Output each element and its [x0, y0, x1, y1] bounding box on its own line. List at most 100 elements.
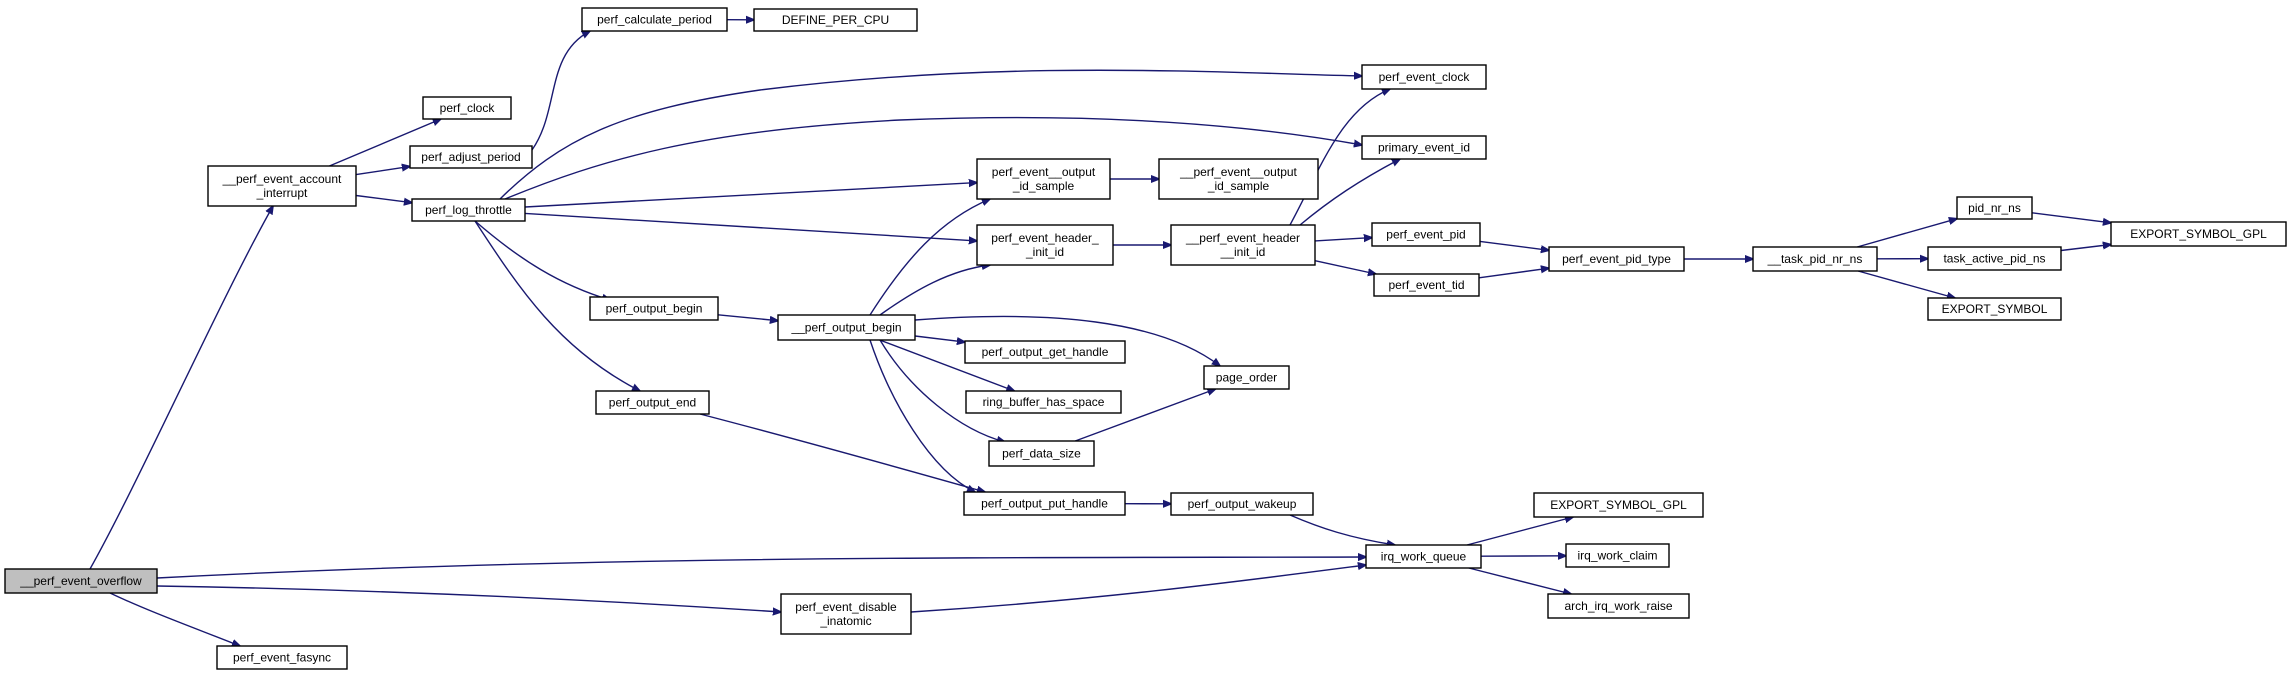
node-taskactive[interactable]: task_active_pid_ns	[1927, 246, 2062, 271]
node-clock[interactable]: perf_clock	[422, 96, 512, 120]
edge-irqq-to-expgpl2	[1466, 517, 1573, 546]
node-label: perf_output_wakeup	[1188, 497, 1297, 511]
node-irqq[interactable]: irq_work_queue	[1365, 544, 1482, 569]
node-box	[1158, 158, 1319, 200]
node-acct[interactable]: __perf_event_account_interrupt	[207, 165, 357, 207]
node-adjust[interactable]: perf_adjust_period	[409, 145, 533, 169]
node-box	[1203, 365, 1290, 390]
node-layer: __perf_event_overflow __perf_event_accoun…	[4, 7, 2287, 670]
node-pidtype[interactable]: perf_event_pid_type	[1548, 246, 1685, 272]
edge-irqq-to-archirq	[1468, 567, 1571, 594]
node-label: perf_adjust_period	[421, 150, 520, 164]
node-expgpl2[interactable]: EXPORT_SYMBOL_GPL	[1533, 492, 1704, 518]
node-label: perf_event__output	[992, 165, 1096, 179]
node-label: arch_irq_work_raise	[1564, 599, 1672, 613]
node-box	[976, 224, 1114, 266]
node-box	[1373, 273, 1480, 297]
node-label: perf_calculate_period	[597, 13, 712, 27]
node-outbegin[interactable]: perf_output_begin	[589, 296, 719, 321]
node-label: __init_id	[1220, 245, 1266, 259]
node-box	[216, 645, 348, 670]
node-label: perf_output_put_handle	[981, 497, 1108, 511]
node-primid[interactable]: primary_event_id	[1361, 135, 1487, 160]
node-box	[4, 568, 158, 594]
node-box	[589, 296, 719, 321]
node-label: perf_event_pid	[1386, 228, 1465, 242]
node-label: perf_log_throttle	[425, 203, 512, 217]
node-disable[interactable]: perf_event_disable_inatomic	[780, 593, 912, 635]
edge-__hdr-to-primid	[1299, 159, 1400, 226]
node-label: page_order	[1216, 371, 1277, 385]
node-evpid[interactable]: perf_event_pid	[1371, 222, 1481, 247]
node-label: EXPORT_SYMBOL_GPL	[2130, 227, 2267, 241]
node-label: _init_id	[1025, 245, 1064, 259]
node-box	[2110, 221, 2287, 247]
edge-__outbegin-to-hdr_init	[879, 265, 990, 316]
edge-overflow-to-fasync	[109, 592, 240, 646]
node-archirq[interactable]: arch_irq_work_raise	[1547, 593, 1690, 619]
node-out_id[interactable]: perf_event__output_id_sample	[976, 158, 1111, 200]
edge-__hdr-to-evclock	[1289, 89, 1390, 226]
edge-throttle-to-primid	[504, 116, 1362, 200]
edge-throttle-to-outend	[474, 220, 640, 391]
node-label: perf_data_size	[1002, 447, 1081, 461]
node-box	[1752, 246, 1878, 272]
node-label: task_active_pid_ns	[1943, 252, 2045, 266]
edge-overflow-to-acct	[89, 206, 273, 570]
node-box	[1956, 196, 2033, 220]
node-evtid[interactable]: perf_event_tid	[1373, 273, 1480, 297]
node-label: DEFINE_PER_CPU	[782, 13, 889, 27]
node-label: _inatomic	[819, 614, 871, 628]
edge-acct-to-adjust	[355, 166, 410, 176]
node-puthandle[interactable]: perf_output_put_handle	[963, 491, 1126, 516]
node-label: __perf_event_header	[1185, 231, 1300, 245]
node-label: __perf_event__output	[1179, 165, 1297, 179]
edge-__outbegin-to-ringbuf	[879, 339, 1015, 391]
node-overflow[interactable]: __perf_event_overflow	[4, 568, 158, 594]
node-box	[409, 145, 533, 169]
node-box	[963, 491, 1126, 516]
node-pageorder[interactable]: page_order	[1203, 365, 1290, 390]
node-irqclaim[interactable]: irq_work_claim	[1565, 543, 1670, 568]
node-label: perf_event_clock	[1379, 70, 1471, 84]
node-taskpid[interactable]: __task_pid_nr_ns	[1752, 246, 1878, 272]
node-box	[207, 165, 357, 207]
node-label: perf_clock	[440, 101, 496, 115]
node-label: irq_work_queue	[1381, 550, 1467, 564]
node-label: __perf_event_account	[222, 172, 342, 186]
edge-disable-to-irqq	[910, 565, 1366, 613]
node-expgpl1[interactable]: EXPORT_SYMBOL_GPL	[2110, 221, 2287, 247]
node-label: _id_sample	[1207, 179, 1270, 193]
node-box	[1927, 297, 2062, 321]
edge-evpid-to-pidtype	[1479, 240, 1549, 250]
node-expsym[interactable]: EXPORT_SYMBOL	[1927, 297, 2062, 321]
node-defpcpu[interactable]: DEFINE_PER_CPU	[753, 8, 918, 32]
node-outend[interactable]: perf_output_end	[595, 390, 710, 415]
node-throttle[interactable]: perf_log_throttle	[411, 198, 526, 222]
node-wakeup[interactable]: perf_output_wakeup	[1170, 492, 1314, 516]
edge-throttle-to-out_id	[524, 183, 977, 208]
node-__hdr[interactable]: __perf_event_header__init_id	[1170, 224, 1316, 266]
node-ringbuf[interactable]: ring_buffer_has_space	[965, 390, 1122, 414]
edge-__outbegin-to-pageorder	[914, 315, 1220, 366]
node-__outbegin[interactable]: __perf_output_begin	[777, 314, 916, 341]
node-box	[422, 96, 512, 120]
node-label: __task_pid_nr_ns	[1767, 252, 1863, 266]
node-box	[581, 7, 728, 32]
node-label: _interrupt	[256, 186, 308, 200]
node-__out_id[interactable]: __perf_event__output_id_sample	[1158, 158, 1319, 200]
node-datasize[interactable]: perf_data_size	[988, 440, 1095, 467]
node-hdr_init[interactable]: perf_event_header__init_id	[976, 224, 1114, 266]
edge-throttle-to-hdr_init	[524, 212, 977, 241]
node-gethandle[interactable]: perf_output_get_handle	[964, 340, 1126, 364]
node-label: irq_work_claim	[1577, 549, 1657, 563]
node-pidnrns[interactable]: pid_nr_ns	[1956, 196, 2033, 220]
node-calcp[interactable]: perf_calculate_period	[581, 7, 728, 32]
node-box	[411, 198, 526, 222]
node-box	[1565, 543, 1670, 568]
node-label: perf_event_pid_type	[1562, 252, 1671, 266]
node-box	[1548, 246, 1685, 272]
node-evclock[interactable]: perf_event_clock	[1361, 64, 1487, 90]
node-fasync[interactable]: perf_event_fasync	[216, 645, 348, 670]
edge-outend-to-puthandle	[699, 413, 985, 492]
